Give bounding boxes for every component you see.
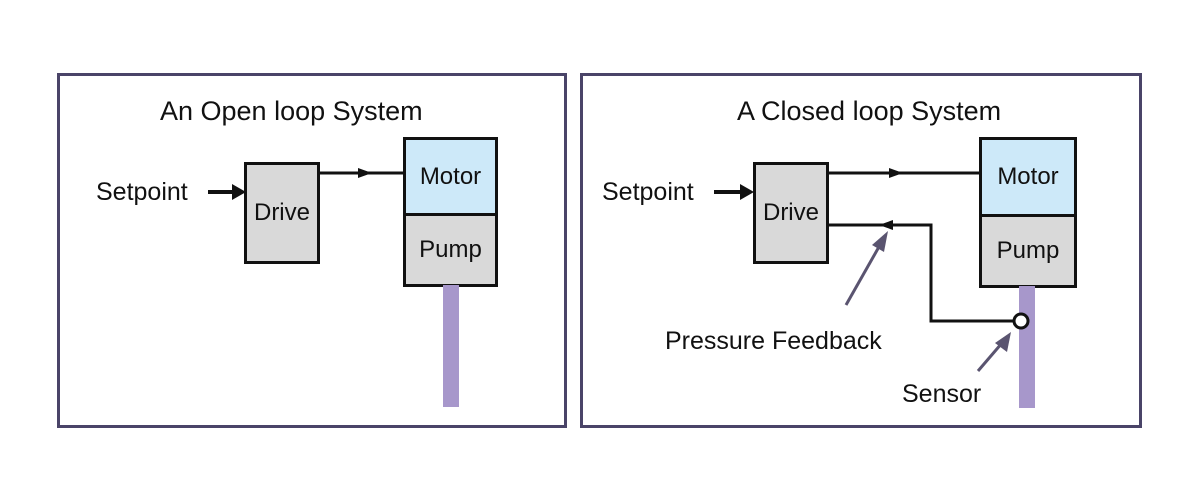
open-loop-pump-shaft [443,285,459,407]
open-loop-title: An Open loop System [160,96,423,126]
open-loop-motor-label: Motor [419,162,482,190]
pressure-feedback-label: Pressure Feedback [665,327,882,355]
open-loop-motor-block: Motor [403,137,498,216]
closed-loop-drive-label: Drive [762,199,819,226]
closed-loop-motor-label: Motor [997,163,1059,190]
closed-loop-pump-shaft [1019,286,1035,408]
closed-loop-drive-block: Drive [753,162,829,264]
open-loop-pump-block: Pump [403,213,498,287]
sensor-label: Sensor [902,380,982,408]
closed-loop-motor-block: Motor [979,137,1077,217]
open-loop-drive-label: Drive [253,199,310,226]
open-loop-pump-label: Pump [419,236,482,263]
closed-loop-pump-label: Pump [996,237,1060,264]
open-loop-setpoint-label: Setpoint [96,178,188,206]
closed-loop-setpoint-label: Setpoint [602,178,694,206]
closed-loop-title: A Closed loop System [737,96,1002,126]
open-loop-drive-block: Drive [244,162,320,264]
closed-loop-pump-block: Pump [979,214,1077,288]
